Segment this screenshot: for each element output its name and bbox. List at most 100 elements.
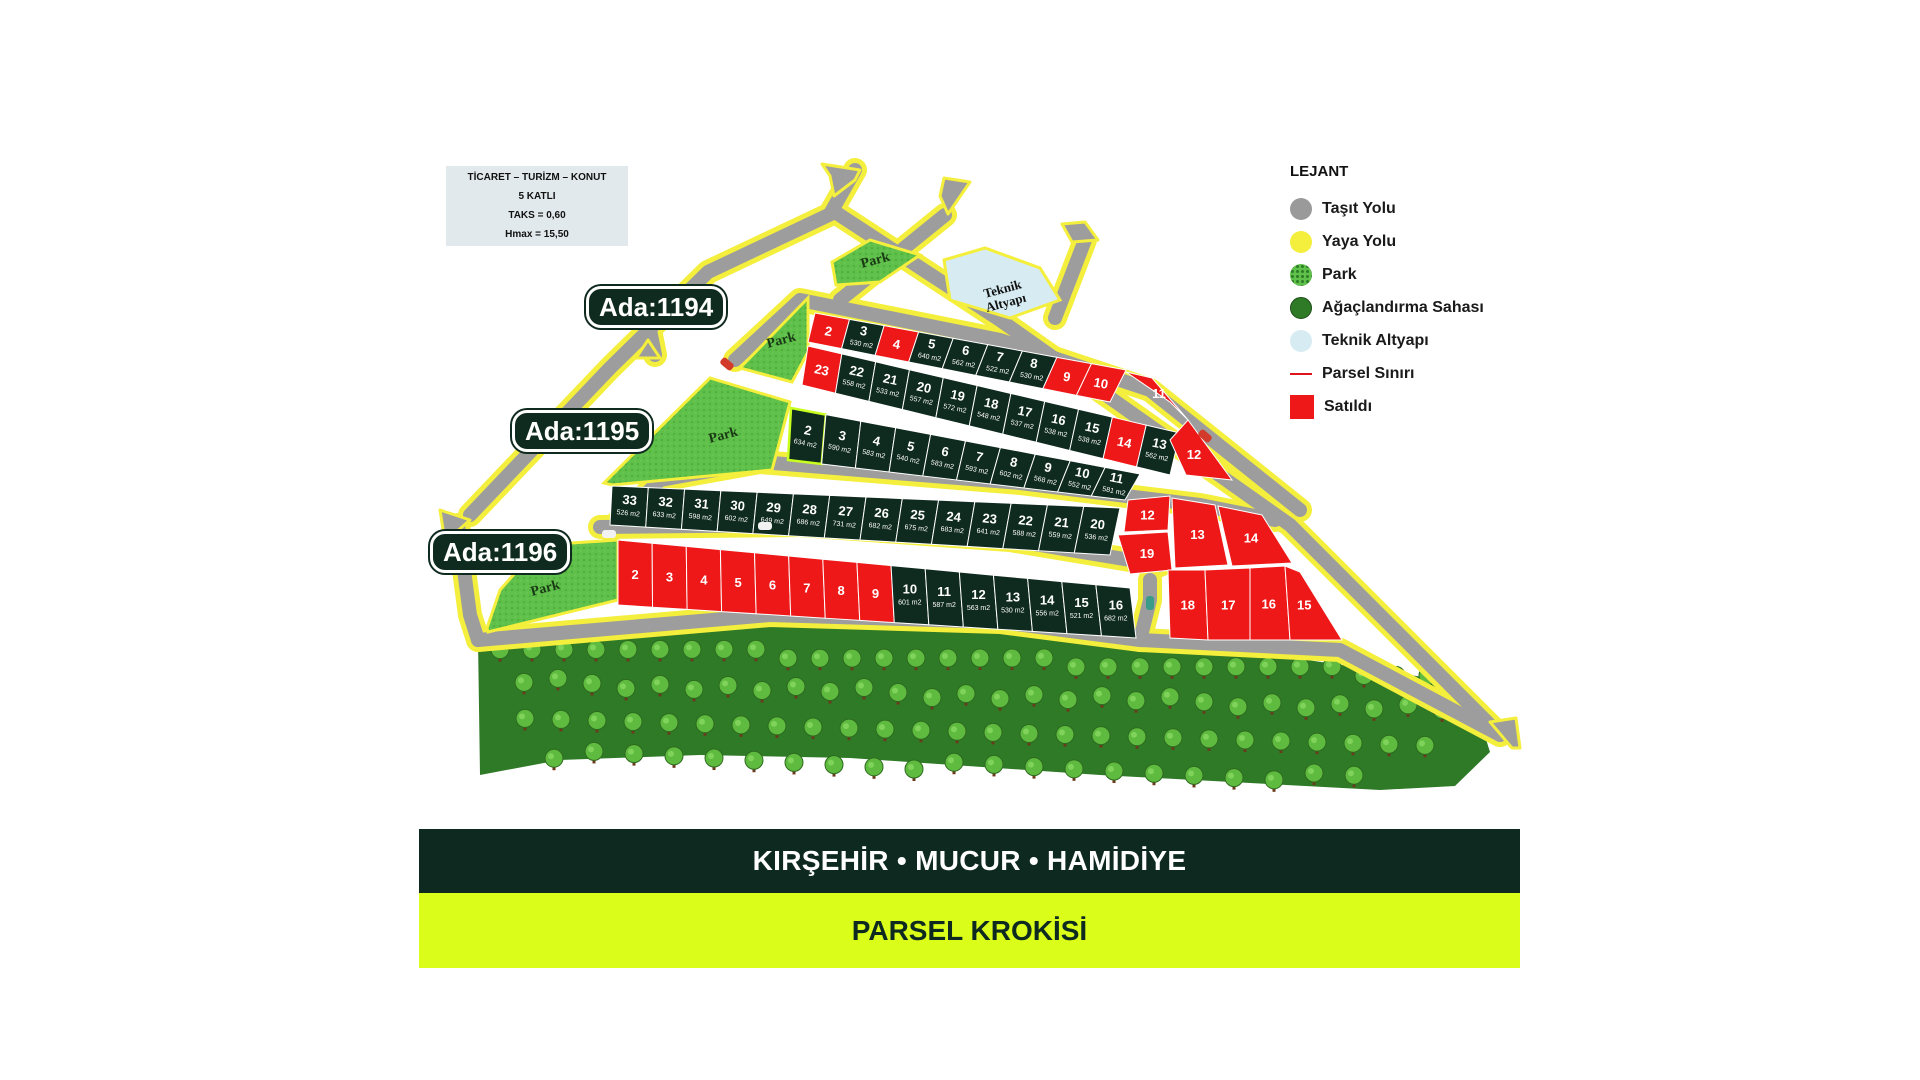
tree-icon: [618, 639, 638, 662]
tree-icon: [1019, 723, 1039, 746]
parcel-number: 9: [1062, 369, 1072, 385]
tree-icon: [1307, 732, 1327, 755]
parcel-number: 8: [838, 583, 845, 598]
tree-icon: [551, 709, 571, 732]
parcel-ada_1195_tail-16[interactable]: 16: [1249, 565, 1291, 641]
zoning-usage: TİCARET – TURİZM – KONUT: [467, 172, 607, 183]
parcel-area: 526 m2: [616, 509, 640, 518]
parcel-ada_1195_tail-12[interactable]: 12: [1123, 495, 1171, 533]
tree-icon: [548, 668, 568, 691]
tree-icon: [1304, 763, 1324, 786]
car-icon: [720, 357, 734, 371]
parcel-ada_1196-4[interactable]: 4: [685, 545, 723, 613]
parcel-area: 602 m2: [724, 515, 748, 524]
parcel-ada_1195_tail-17[interactable]: 17: [1204, 567, 1251, 641]
parcel-ada_1196-3[interactable]: 3: [651, 542, 688, 610]
tree-icon: [810, 648, 830, 671]
arrow-icon: [1488, 716, 1522, 750]
tree-icon: [970, 648, 990, 670]
parcel-ada_1196-2[interactable]: 2: [617, 539, 654, 608]
tree-icon: [1379, 734, 1399, 757]
parcel-number: 14: [1116, 434, 1134, 452]
parcel-ada_1196-6[interactable]: 6: [754, 552, 792, 617]
parcel-area: 537 m2: [1010, 419, 1034, 431]
parcel-ada_1195_tail-18[interactable]: 18: [1167, 569, 1209, 641]
parcel-ada_1194_bottom-23[interactable]: 23: [801, 345, 843, 394]
parcel-number: 9: [1043, 459, 1053, 475]
technical-swatch-icon: [1290, 329, 1312, 352]
parcel-area: 521 m2: [1070, 613, 1093, 620]
parcel-area: 583 m2: [862, 449, 886, 461]
parcel-ada_1194_tail-12[interactable]: 12: [1169, 419, 1234, 481]
parcel-ada_1196-5[interactable]: 5: [719, 549, 757, 615]
parcel-number: 24: [946, 508, 963, 525]
tree-icon: [839, 718, 859, 741]
legend-label: Ağaçlandırma Sahası: [1322, 298, 1484, 316]
tree-icon: [1002, 648, 1022, 670]
tree-icon: [582, 673, 602, 696]
parcel-ada_1195_tail-13[interactable]: 13: [1171, 497, 1229, 569]
parcel-number: 17: [1016, 403, 1033, 421]
parcel-ada_1195_tail-15[interactable]: 15: [1284, 565, 1343, 641]
tree-icon: [1160, 687, 1180, 709]
parcel-ada_1195_tail-19[interactable]: 19: [1117, 531, 1173, 575]
tree-icon: [922, 688, 942, 710]
parcel-shape: [1169, 419, 1234, 481]
tree-icon: [623, 712, 643, 734]
legend-label: Parsel Sınırı: [1322, 364, 1415, 382]
tree-icon: [1024, 685, 1044, 707]
tree-icon: [684, 679, 704, 702]
parcel-area: 682 m2: [868, 522, 892, 531]
parcel-ada_1194_bottom-14[interactable]: 14: [1102, 416, 1147, 468]
subtitle-banner: PARSEL KROKİSİ: [419, 893, 1520, 968]
parcel-area: 533 m2: [875, 387, 899, 399]
tree-icon: [1264, 770, 1284, 792]
car-icon: [1146, 596, 1154, 610]
zoning-hmax: Hmax = 15,50: [505, 229, 569, 240]
parcel-number: 13: [1006, 590, 1020, 605]
parcel-number: 3: [837, 428, 847, 444]
parcel-ada_1196-9[interactable]: 9: [856, 561, 895, 624]
tree-icon: [1162, 657, 1182, 679]
parcel-ada_1195_tail-14[interactable]: 14: [1217, 505, 1293, 567]
parcel-ada_1194_top-10[interactable]: 10: [1075, 363, 1127, 403]
parcel-ada_1196-7[interactable]: 7: [788, 555, 826, 619]
parcel-number: 15: [1084, 419, 1101, 437]
parcel-ada_1196-8[interactable]: 8: [822, 558, 861, 621]
parcel-number: 5: [906, 438, 916, 454]
